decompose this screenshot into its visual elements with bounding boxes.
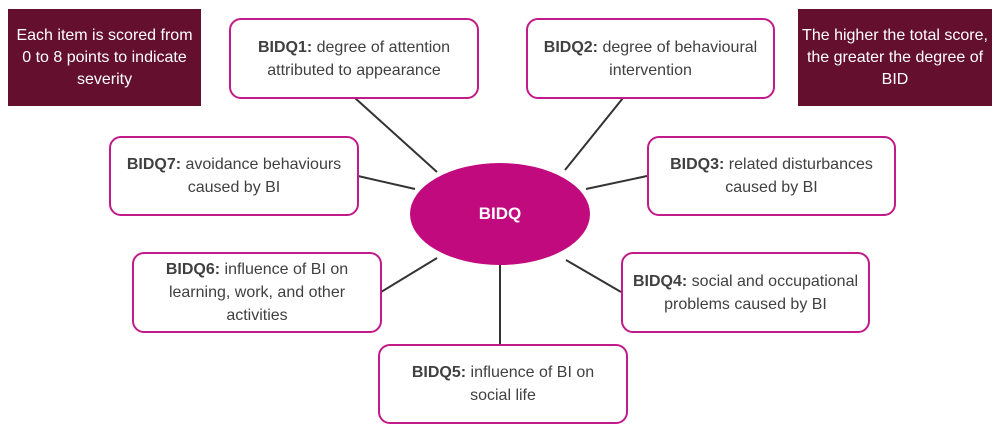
scoring-note: Each item is scored from 0 to 8 points t… xyxy=(8,9,201,106)
item-bidq2: BIDQ2: degree of behavioural interventio… xyxy=(526,18,775,99)
item-id: BIDQ7: xyxy=(126,156,182,173)
item-text: avoidance behaviours caused by BI xyxy=(181,156,342,196)
item-id: BIDQ5: xyxy=(411,364,467,381)
item-text: social and occupational problems caused … xyxy=(664,272,859,313)
item-text: influence of BI on social life xyxy=(466,364,595,404)
connector-bidq3 xyxy=(585,175,648,190)
item-bidq7: BIDQ7: avoidance behaviours caused by BI xyxy=(109,136,359,216)
item-text: influence of BI on learning, work, and o… xyxy=(168,261,349,324)
item-bidq5: BIDQ5: influence of BI on social life xyxy=(378,344,628,424)
item-text: related disturbances caused by BI xyxy=(724,156,873,196)
center-node-bidq: BIDQ xyxy=(410,163,590,265)
item-id: BIDQ6: xyxy=(165,261,221,278)
item-id: BIDQ4: xyxy=(633,272,688,290)
item-text: degree of attention attributed to appear… xyxy=(267,38,451,79)
item-bidq4: BIDQ4: social and occupational problems … xyxy=(621,252,870,333)
connector-bidq7 xyxy=(357,175,416,190)
item-id: BIDQ3: xyxy=(670,156,725,173)
item-text: degree of behavioural intervention xyxy=(598,38,758,79)
item-bidq3: BIDQ3: related disturbances caused by BI xyxy=(647,136,896,216)
total-score-note: The higher the total score, the greater … xyxy=(798,9,992,106)
connector-bidq2 xyxy=(564,97,624,171)
item-bidq1: BIDQ1: degree of attention attributed to… xyxy=(229,18,479,99)
connector-bidq1 xyxy=(354,97,438,173)
connector-bidq6 xyxy=(380,257,438,293)
item-bidq6: BIDQ6: influence of BI on learning, work… xyxy=(132,252,382,333)
item-id: BIDQ1: xyxy=(257,38,313,56)
item-id: BIDQ2: xyxy=(543,38,598,56)
connector-bidq4 xyxy=(565,259,622,293)
